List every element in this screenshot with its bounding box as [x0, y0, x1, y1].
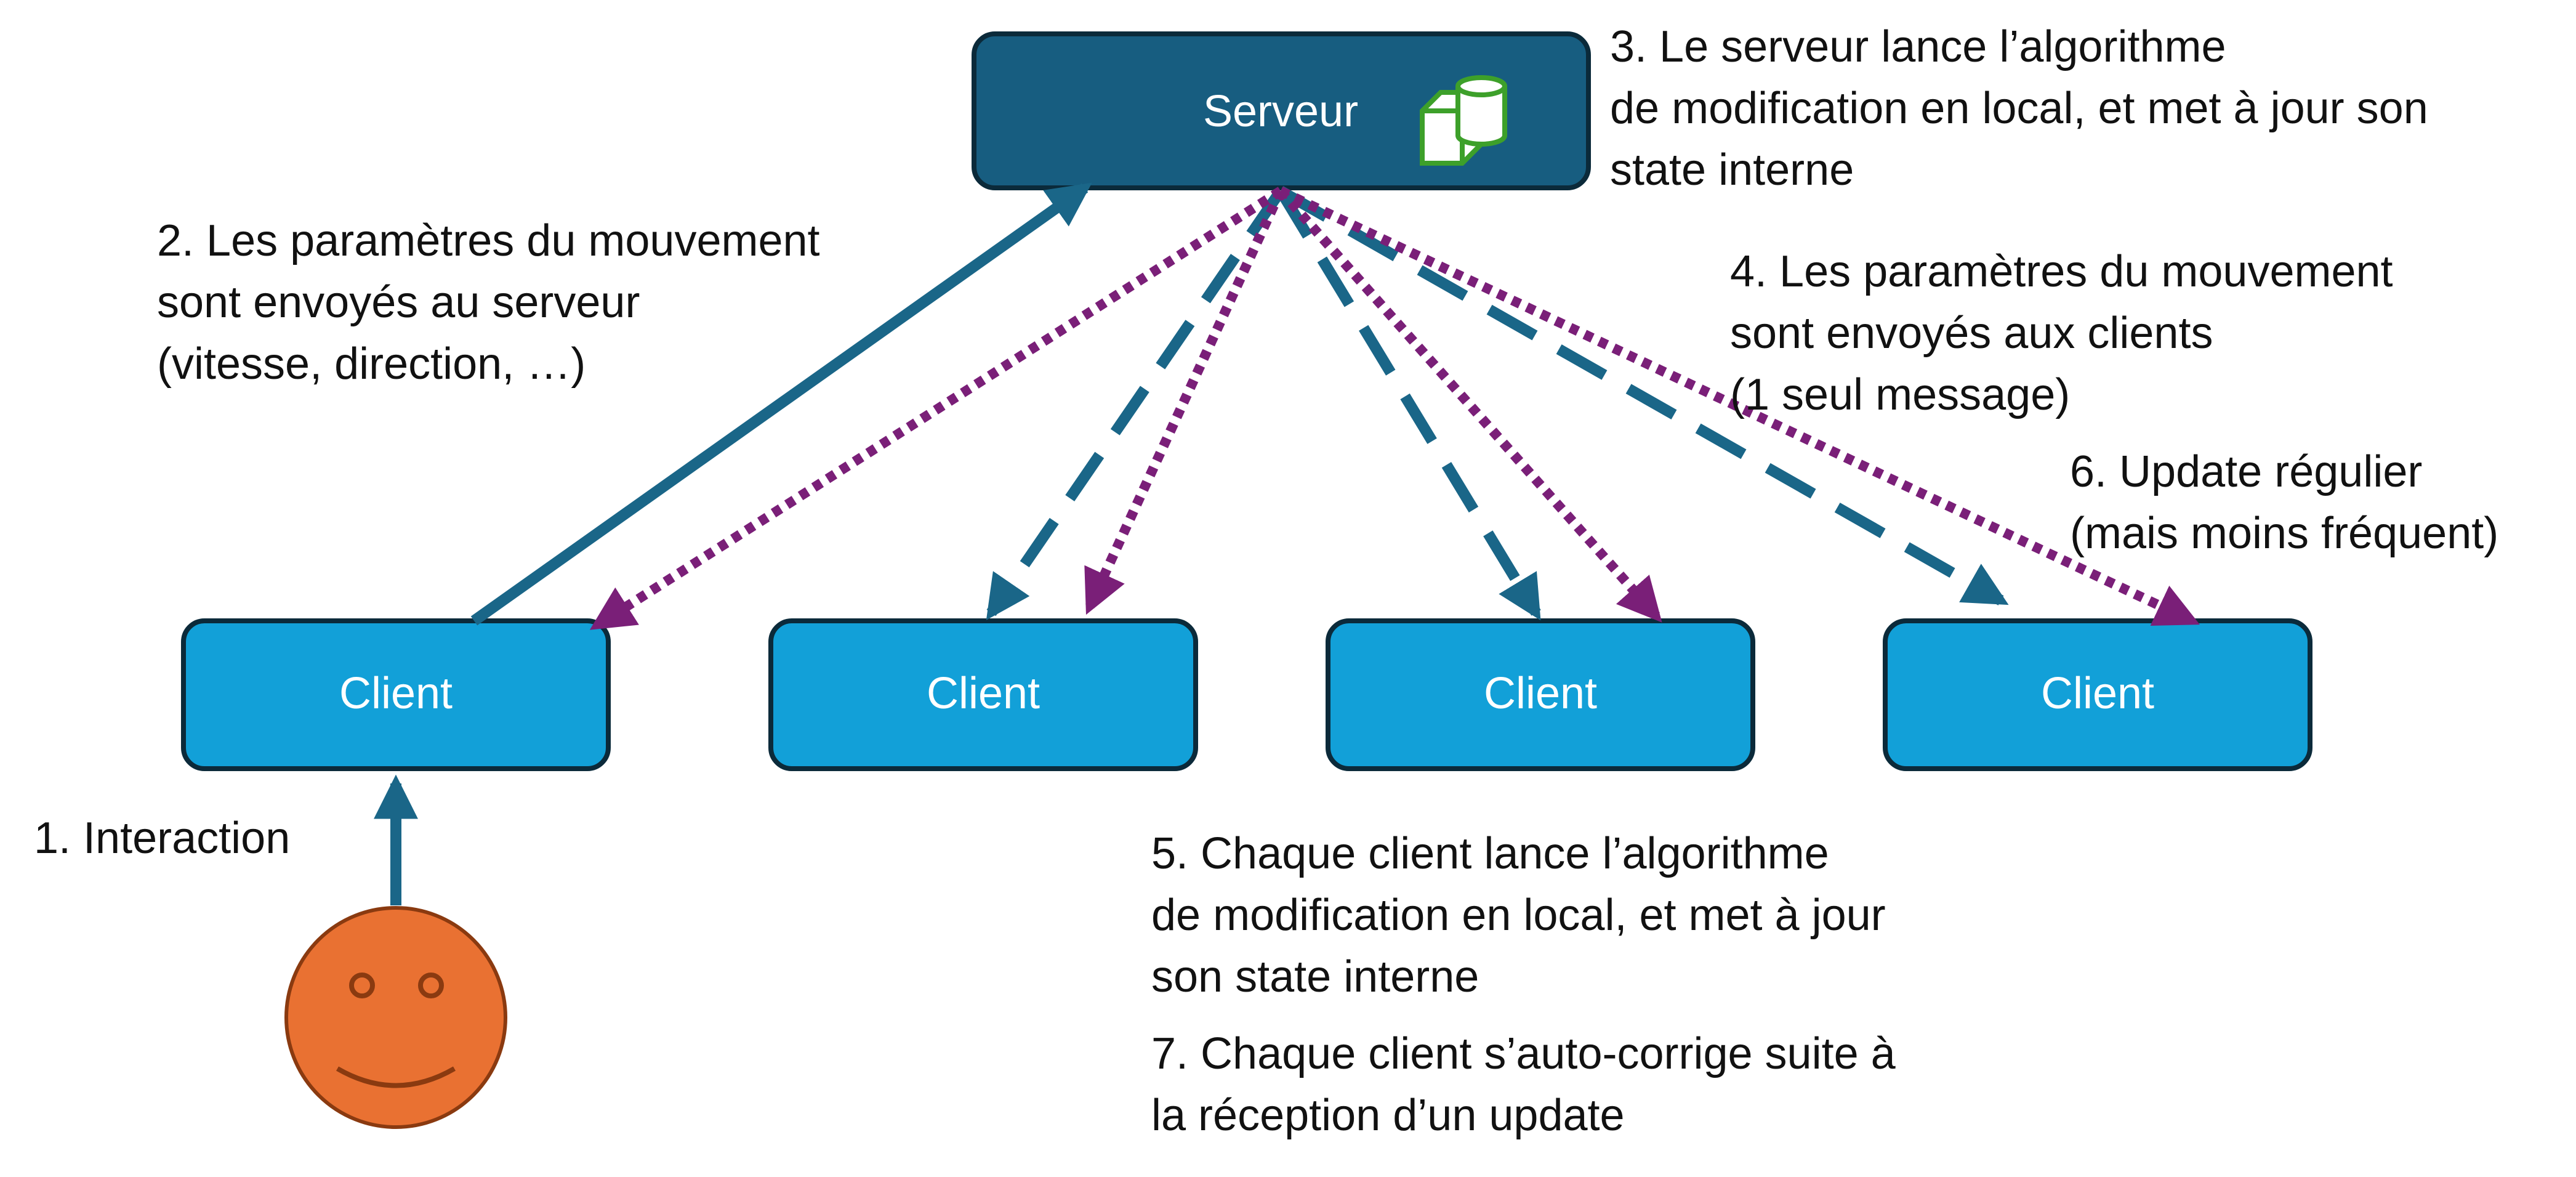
- database-icon: [1420, 75, 1507, 166]
- arrow-server-to-client-2: [986, 187, 1286, 620]
- arrow-server-to-client-3: [1276, 188, 1541, 621]
- smiley-face-icon: [284, 906, 507, 1129]
- step-4-text: 4. Les paramètres du mouvement sont envo…: [1730, 247, 2405, 419]
- step-3-text: 3. Le serveur lance l’algorithme de modi…: [1610, 22, 2441, 195]
- server-node: Serveur: [972, 31, 1591, 190]
- step-5-text: 5. Chaque client lance l’algorithme de m…: [1151, 829, 1898, 1001]
- step-6-text: 6. Update régulier (mais moins fréquent): [2070, 447, 2498, 558]
- update-arrow-client-2: [1084, 188, 1286, 615]
- update-arrow-client-1: [589, 187, 1284, 630]
- server-label: Serveur: [1203, 87, 1358, 136]
- step-1-text: 1. Interaction: [34, 814, 290, 863]
- client-node-4: Client: [1883, 618, 2312, 771]
- client-node-1: Client: [181, 618, 611, 771]
- client-label: Client: [1484, 669, 1597, 718]
- update-arrow-client-3: [1277, 187, 1662, 623]
- step-7-text: 7. Chaque client s’auto-corrige suite à …: [1151, 1029, 1908, 1140]
- client-node-2: Client: [768, 618, 1198, 771]
- update-arrow-client-4: [1278, 186, 2200, 626]
- arrow-client-to-server: [470, 182, 1092, 626]
- step-2-text: 2. Les paramètres du mouvement sont envo…: [157, 216, 832, 389]
- client-label: Client: [927, 669, 1040, 718]
- client-label: Client: [2041, 669, 2154, 718]
- arrow-server-to-client-4: [1278, 186, 2009, 605]
- client-node-3: Client: [1326, 618, 1755, 771]
- client-label: Client: [339, 669, 453, 718]
